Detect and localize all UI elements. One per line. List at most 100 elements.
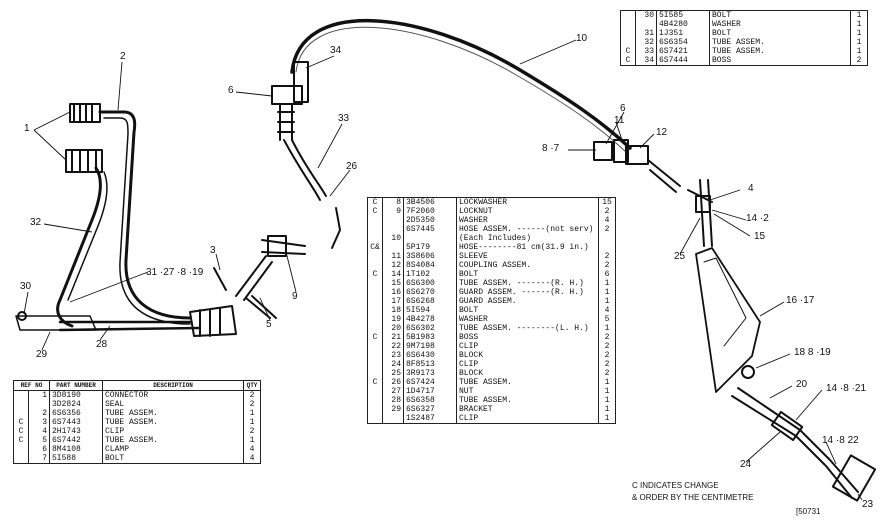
part-number: 6S7442 [49, 436, 103, 445]
part-number: 5P179 [403, 243, 457, 252]
part-number: 6S7424 [403, 378, 457, 387]
callout-18-8-19: 18 8 ·19 [794, 347, 831, 358]
quantity: 2 [604, 369, 610, 378]
callout-11: 11 [614, 115, 625, 126]
part-description: LOCKWASHER [456, 197, 599, 207]
quantity: 2 [249, 391, 255, 400]
callout-28: 28 [96, 339, 108, 350]
change-flag [367, 387, 383, 396]
part-number: 8S4084 [403, 261, 457, 270]
change-flag: C [620, 56, 636, 66]
part-description: BOLT [709, 10, 851, 20]
part-number: 5B1983 [403, 333, 457, 342]
change-flag [367, 396, 383, 405]
ref-number: 3 [28, 418, 50, 427]
callout-33: 33 [338, 113, 350, 124]
hose-10 [290, 19, 632, 150]
callout-16-17: 16 ·17 [786, 295, 815, 306]
callout-12: 12 [656, 127, 668, 138]
change-flag [367, 369, 383, 378]
quantity: 6 [604, 270, 610, 279]
bolt-30 [17, 311, 27, 321]
callout-14-2: 14 ·2 [746, 213, 769, 224]
ref-number: 32 [635, 38, 657, 47]
part-description: TUBE ASSEM. [102, 409, 244, 418]
part-number: 6S6268 [403, 297, 457, 306]
guard-16-inner [703, 257, 747, 347]
change-flag: C [13, 418, 29, 427]
bolt-18 [741, 365, 755, 379]
tube-26 [331, 207, 341, 249]
quantity: 4 [249, 454, 255, 463]
change-flag [367, 252, 383, 261]
part-description: SEAL [102, 400, 244, 409]
part-number: 6S6270 [403, 288, 457, 297]
part-number: 5I594 [403, 306, 457, 315]
ref-number [382, 414, 404, 424]
part-number: 4B4278 [403, 315, 457, 324]
quantity: 1 [604, 324, 610, 333]
part-number: 8M4108 [49, 445, 103, 454]
ref-number: 4 [28, 427, 50, 436]
quantity: 1 [249, 418, 255, 427]
quantity: 1 [604, 396, 610, 405]
part-number: 6S6358 [403, 396, 457, 405]
callout-1: 1 [24, 123, 30, 134]
tube-33 [283, 139, 321, 201]
quantity [599, 243, 616, 252]
part-description: TUBE ASSEM. [102, 436, 244, 445]
part-description: BOLT [709, 29, 851, 38]
part-description: CLIP [456, 342, 599, 351]
change-flag [367, 351, 383, 360]
part-description: CLIP [456, 360, 599, 369]
tube-2 [98, 110, 192, 320]
callout-25: 25 [674, 251, 686, 262]
change-flag [620, 10, 636, 20]
ref-number: 21 [382, 333, 404, 342]
change-flag: C [367, 197, 383, 207]
ref-number: 12 [382, 261, 404, 270]
part-description: TUBE ASSEM. -------(R. H.) [456, 279, 599, 288]
quantity: 2 [856, 56, 862, 65]
part-description: BOLT [456, 270, 599, 279]
tube-33b [291, 139, 327, 197]
part-number: 6S6327 [403, 405, 457, 414]
callout-15: 15 [754, 231, 766, 242]
part-description: TUBE ASSEM. [456, 378, 599, 387]
ref-number [382, 243, 404, 252]
table-row: 10(Each Includes) [367, 234, 616, 243]
quantity: 1 [604, 378, 610, 387]
change-flag [367, 261, 383, 270]
part-description: BOLT [456, 306, 599, 315]
ref-number: 16 [382, 288, 404, 297]
quantity: 1 [604, 387, 610, 396]
quantity: 2 [604, 207, 610, 216]
part-number: 8F8513 [403, 360, 457, 369]
tube-5 [235, 255, 277, 319]
part-description: (Each Includes) [456, 234, 599, 243]
ref-number: 22 [382, 342, 404, 351]
quantity: 2 [604, 351, 610, 360]
part-description: BOLT [102, 454, 244, 464]
part-description: CLAMP [102, 445, 244, 454]
quantity: 1 [604, 414, 610, 423]
clip-24 [770, 410, 804, 442]
part-number: 6S7421 [656, 47, 710, 56]
part-number: 3S8606 [403, 252, 457, 261]
